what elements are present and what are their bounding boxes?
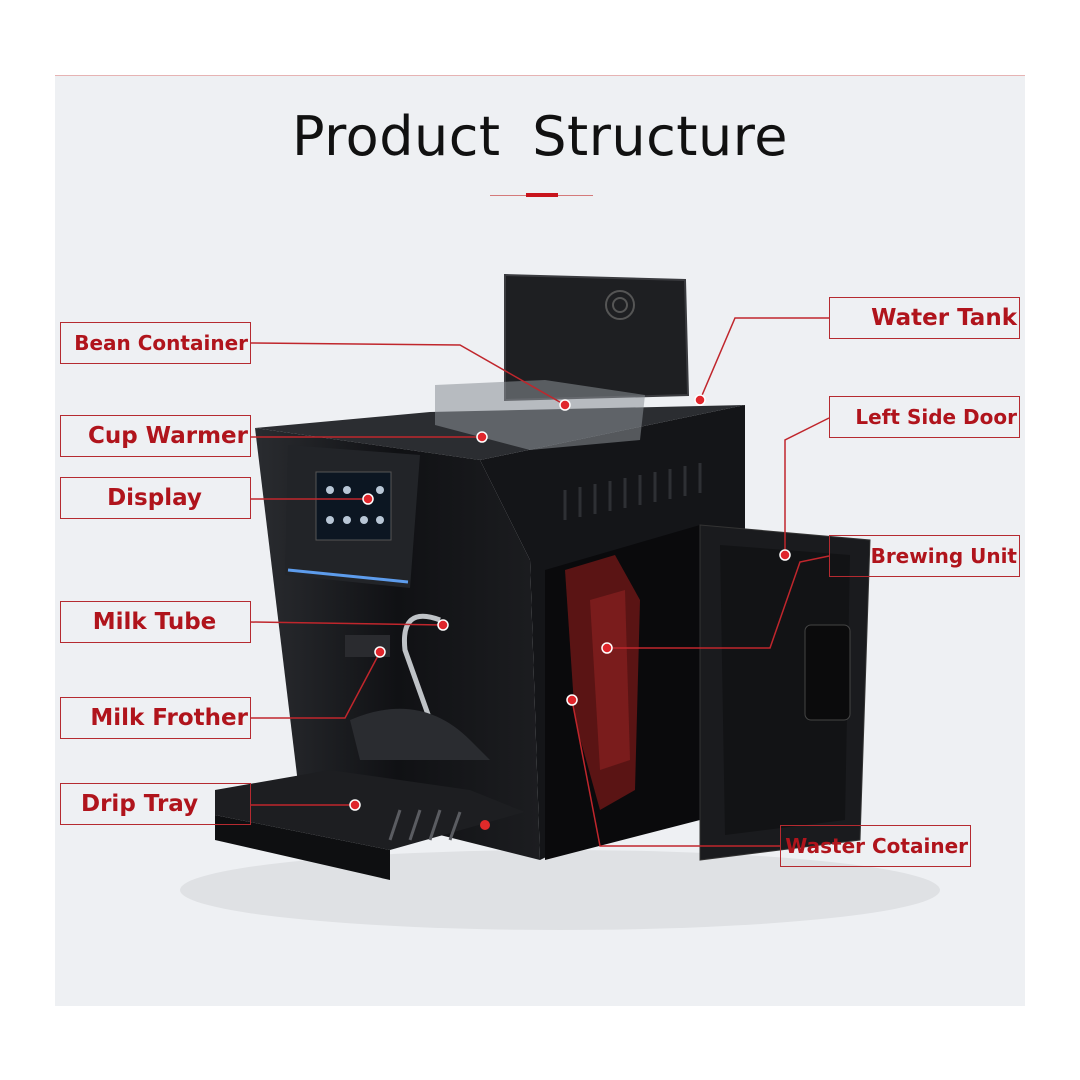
- page-title: Product Structure: [292, 105, 788, 168]
- title-divider-accent: [526, 193, 558, 197]
- drip-tray-part: [215, 770, 525, 850]
- label-display: Display: [60, 477, 251, 519]
- label-drip-tray: Drip Tray: [60, 783, 251, 825]
- bean-container-part: [435, 380, 645, 450]
- milk-tube-part: [401, 613, 441, 721]
- label-brewing-unit: Brewing Unit: [829, 535, 1020, 577]
- side-vents: [563, 463, 702, 520]
- label-milk-tube: Milk Tube: [60, 601, 251, 643]
- label-milk-frother: Milk Frother: [60, 697, 251, 739]
- touch-display: [315, 471, 392, 541]
- label-cup-warmer: Cup Warmer: [60, 415, 251, 457]
- callout-dots: [349, 394, 791, 811]
- label-left-side-door: Left Side Door: [829, 396, 1020, 438]
- leader-lines: [249, 317, 830, 847]
- label-bean-container: Bean Container: [60, 322, 251, 364]
- led-strip: [287, 568, 409, 584]
- label-waster-cotainer: Waster Cotainer: [780, 825, 971, 867]
- water-tank-lid: [504, 273, 690, 402]
- label-water-tank: Water Tank: [829, 297, 1020, 339]
